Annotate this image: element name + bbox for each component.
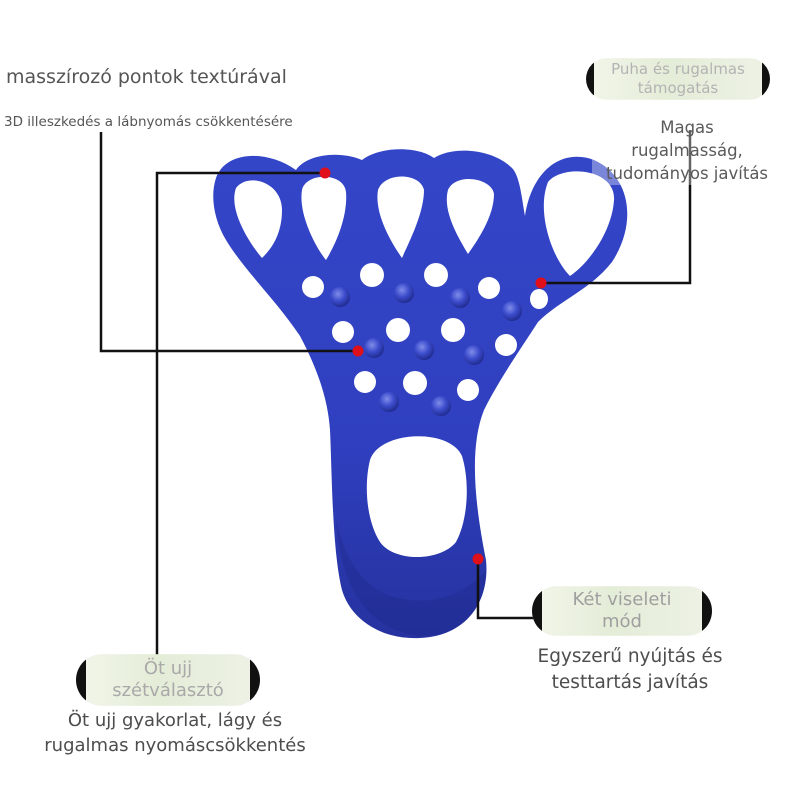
toe-separator-desc: Öt ujj gyakorlat, lágy és rugalmas nyomá…	[10, 708, 340, 758]
toe-title-line2: szétválasztó	[112, 680, 224, 701]
leader-lines	[99, 130, 692, 672]
marker-dots	[319, 167, 547, 565]
wear-modes-label-pill: Két viseleti mód	[532, 586, 712, 636]
support-label-pill: Puha és rugalmas támogatás	[586, 58, 770, 100]
support-desc-line2: rugalmasság,	[631, 141, 743, 161]
support-desc: Magas rugalmasság, tudományos javítás	[592, 116, 782, 186]
wear-modes-desc: Egyszerű nyújtás és testtartás javítás	[510, 644, 750, 696]
wear-title-line2: mód	[602, 611, 642, 632]
toe-title-line1: Öt ujj	[143, 657, 193, 679]
massage-nubs	[330, 283, 522, 416]
wear-desc-line2: testtartás javítás	[551, 671, 709, 693]
toe-desc-line1: Öt ujj gyakorlat, lágy és	[67, 710, 283, 731]
wear-title-line1: Két viseleti	[572, 588, 672, 610]
support-title-line2: támogatás	[637, 79, 719, 97]
massage-points-desc: 3D illeszkedés a lábnyomás csökkentésére	[4, 114, 293, 130]
support-desc-line3: tudományos javítás	[605, 164, 769, 184]
toe-desc-line2: rugalmas nyomáscsökkentés	[44, 735, 306, 757]
support-title-line1: Puha és rugalmas	[611, 60, 745, 79]
support-desc-line1: Magas	[660, 118, 714, 137]
ventilation-holes	[302, 263, 548, 401]
massage-points-title: masszírozó pontok textúrával	[6, 66, 287, 88]
wear-desc-line1: Egyszerű nyújtás és	[537, 646, 723, 667]
toe-separator-label-pill: Öt ujj szétválasztó	[76, 654, 260, 706]
